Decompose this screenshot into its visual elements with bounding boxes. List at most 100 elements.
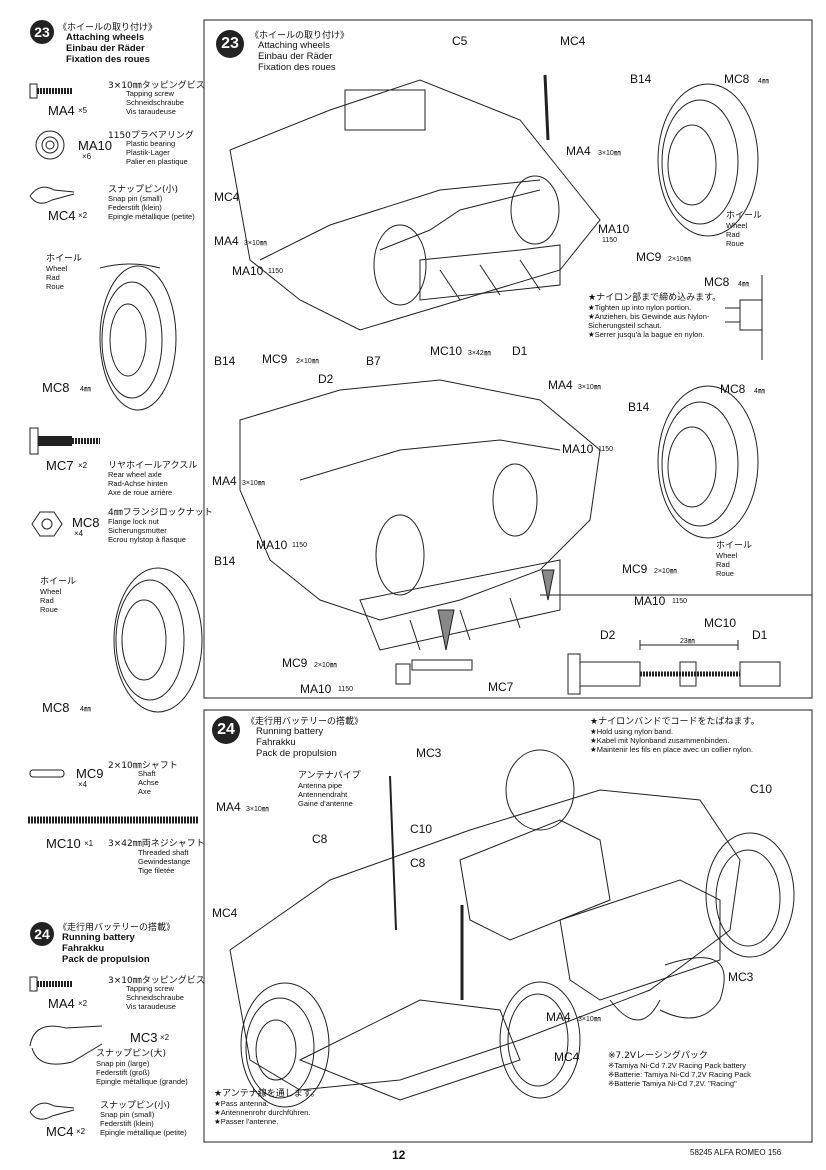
label-size: 3×42㎜ bbox=[468, 350, 491, 357]
step-title-en: Attaching wheels bbox=[66, 32, 145, 43]
label-ma10: MA10 bbox=[634, 594, 666, 608]
part-qty: ×2 bbox=[78, 461, 88, 470]
label-ma10: MA10 bbox=[300, 682, 332, 696]
part-spec-jp: 4㎜フランジロックナット bbox=[108, 508, 213, 518]
part-spec-jp: リヤホイールアクスル bbox=[108, 461, 198, 471]
panel-step-number-24: 24 bbox=[212, 716, 240, 744]
part-spec-jp: スナップピン(小) bbox=[100, 1101, 171, 1111]
wheel-battery-rear bbox=[499, 981, 581, 1099]
label-size: 2×10㎜ bbox=[314, 662, 337, 669]
part-code-mc8: MC8 bbox=[72, 515, 100, 530]
label-size: 4㎜ bbox=[754, 388, 765, 395]
part-code-ma4: MA4 bbox=[48, 103, 75, 118]
mc8-size: 4㎜ bbox=[80, 706, 91, 713]
label-ma10: MA10 bbox=[598, 222, 630, 236]
part-spec-jp: スナップピン(大) bbox=[96, 1049, 167, 1059]
label-size: 2×10㎜ bbox=[654, 568, 677, 575]
label-b14: B14 bbox=[630, 72, 652, 86]
snap-pin-icon-mc3 bbox=[29, 1025, 103, 1065]
part-desc: Snap pin (small)Federstift (klein)Epingl… bbox=[100, 1110, 187, 1137]
label-b14: B14 bbox=[214, 554, 236, 568]
part-qty: ×2 bbox=[160, 1033, 170, 1042]
part-desc: Snap pin (small)Federstift (klein)Epingl… bbox=[108, 194, 195, 221]
part-qty: ×4 bbox=[74, 529, 84, 538]
axle-icon-mc7 bbox=[29, 427, 100, 455]
label-ma4: MA4 bbox=[566, 144, 591, 158]
label-b14: B14 bbox=[214, 354, 236, 368]
label-c8: C8 bbox=[410, 856, 426, 870]
mc8-size: 4㎜ bbox=[80, 386, 91, 393]
part-spec-jp: 3×10㎜タッピングビス bbox=[108, 81, 205, 91]
label-c10: C10 bbox=[410, 822, 433, 836]
snap-pin-icon-mc4-b bbox=[29, 1102, 75, 1120]
label-size: 3×10㎜ bbox=[578, 384, 601, 391]
label-ma4: MA4 bbox=[546, 1010, 571, 1024]
part-desc: Snap pin (large)Federstift (groß)Epingle… bbox=[96, 1059, 188, 1086]
part-qty: ×2 bbox=[76, 1127, 86, 1136]
label-ma10: MA10 bbox=[256, 538, 288, 552]
wheel-battery-top bbox=[505, 749, 575, 831]
label-mc9: MC9 bbox=[282, 656, 308, 670]
mc8-label: MC8 bbox=[42, 700, 70, 715]
label-mc4: MC4 bbox=[214, 190, 240, 204]
panel-title-fr: Pack de propulsion bbox=[256, 748, 337, 759]
label-mc3: MC3 bbox=[728, 970, 754, 984]
part-qty: ×5 bbox=[78, 106, 88, 115]
label-d1: D1 bbox=[512, 344, 528, 358]
chassis-rear-drawing bbox=[239, 379, 601, 685]
model-label: 58245 ALFA ROMEO 156 bbox=[690, 1148, 782, 1157]
panel-title-jp: 《ホイールの取り付け》 bbox=[250, 31, 350, 41]
label-c10: C10 bbox=[750, 782, 773, 796]
label-mc8: MC8 bbox=[704, 275, 730, 289]
step-title-fr: Pack de propulsion bbox=[62, 954, 150, 965]
panel-title-de: Einbau der Räder bbox=[258, 51, 333, 62]
part-qty: ×1 bbox=[84, 839, 94, 848]
label-size: 3×10㎜ bbox=[242, 480, 265, 487]
label-d2: D2 bbox=[318, 372, 334, 386]
dimension-label: 23㎜ bbox=[680, 638, 695, 645]
label-size: 4㎜ bbox=[758, 78, 769, 85]
label-size: 2×10㎜ bbox=[296, 358, 319, 365]
page-number: 12 bbox=[392, 1148, 406, 1162]
step-title-jp: 《走行用バッテリーの搭載》 bbox=[58, 923, 176, 933]
shaft-icon-mc9 bbox=[29, 769, 65, 778]
label-size: 1150 bbox=[268, 268, 284, 275]
step-title-de: Einbau der Räder bbox=[66, 43, 145, 54]
panel-title-en: Attaching wheels bbox=[258, 40, 330, 51]
part-code-mc10: MC10 bbox=[46, 836, 81, 851]
part-spec-jp: 3×42㎜両ネジシャフト bbox=[108, 839, 205, 849]
label-size: 1150 bbox=[602, 237, 618, 244]
part-qty: ×6 bbox=[82, 152, 92, 161]
snap-pin-icon-mc4-a bbox=[29, 186, 75, 204]
nut-icon-mc8 bbox=[31, 511, 63, 537]
part-code-mc4: MC4 bbox=[46, 1124, 74, 1139]
nylon-band-note: ★ナイロンバンドでコードをたばねます。 ★Hold using nylon ba… bbox=[590, 717, 760, 755]
part-code-mc3: MC3 bbox=[130, 1030, 158, 1045]
label-d2: D2 bbox=[600, 628, 616, 642]
label-mc4: MC4 bbox=[212, 906, 238, 920]
label-size: 1150 bbox=[672, 598, 688, 605]
part-code-mc4: MC4 bbox=[48, 208, 76, 223]
label-mc10: MC10 bbox=[430, 344, 463, 358]
label-mc8: MC8 bbox=[724, 72, 750, 86]
label-size: 1150 bbox=[338, 686, 354, 693]
chassis-battery-drawing bbox=[229, 775, 741, 1101]
label-ma4: MA4 bbox=[216, 800, 241, 814]
bearing-icon-ma10 bbox=[35, 130, 65, 160]
shaft-detail-drawing bbox=[567, 640, 781, 695]
part-code-ma10: MA10 bbox=[78, 138, 112, 153]
label-size: 1150 bbox=[598, 446, 614, 453]
label-ma4: MA4 bbox=[548, 378, 573, 392]
wheel-left-b bbox=[113, 567, 203, 713]
label-mc9: MC9 bbox=[262, 352, 288, 366]
label-size: 2×10㎜ bbox=[668, 256, 691, 263]
